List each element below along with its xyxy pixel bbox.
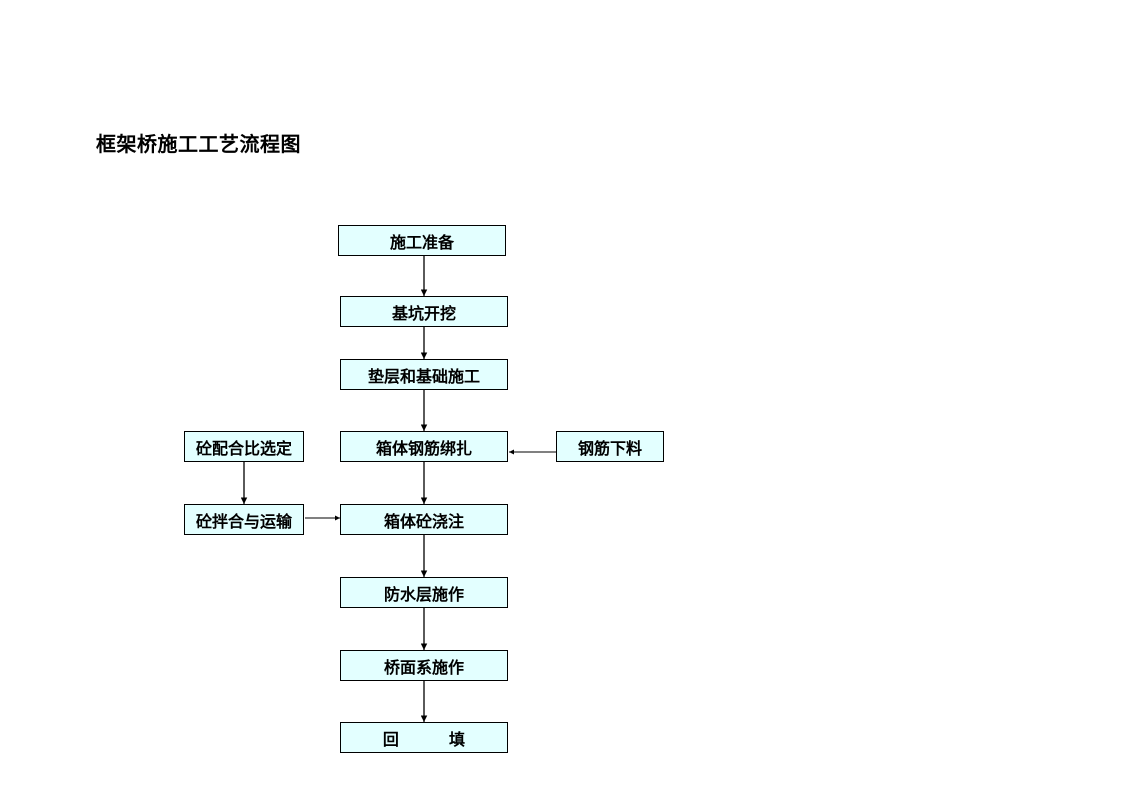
step-label: 防水层施作 [383,584,464,604]
step-label: 垫层和基础施工 [367,366,480,386]
side-mixing-transport: 砼拌合与运输 [184,504,304,535]
side-label: 砼配合比选定 [195,438,292,458]
step-cushion-foundation: 垫层和基础施工 [340,359,508,390]
step-label: 桥面系施作 [383,657,464,677]
step-rebar-binding: 箱体钢筋绑扎 [340,431,508,462]
step-label: 回 填 [382,729,466,749]
step-label: 箱体砼浇注 [383,511,464,531]
step-label: 施工准备 [389,232,454,252]
side-label: 砼拌合与运输 [195,511,292,531]
side-mix-design: 砼配合比选定 [184,431,304,462]
step-backfill: 回 填 [340,722,508,753]
step-waterproof-layer: 防水层施作 [340,577,508,608]
page-title: 框架桥施工工艺流程图 [96,132,301,156]
step-concrete-pour: 箱体砼浇注 [340,504,508,535]
side-rebar-cutting: 钢筋下料 [556,431,664,462]
step-pit-excavation: 基坑开挖 [340,296,508,327]
step-label: 基坑开挖 [391,303,456,323]
step-deck-system: 桥面系施作 [340,650,508,681]
step-label: 箱体钢筋绑扎 [375,438,472,458]
step-construction-prep: 施工准备 [338,225,506,256]
side-label: 钢筋下料 [577,438,642,458]
